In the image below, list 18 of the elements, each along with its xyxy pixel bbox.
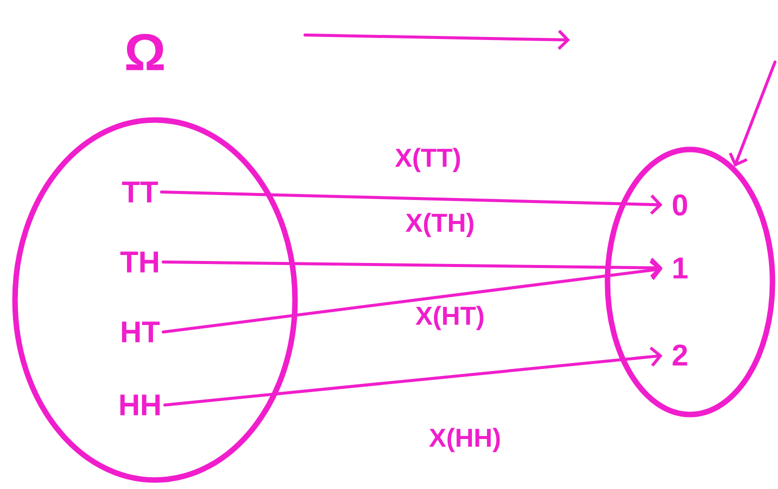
arrow bbox=[162, 260, 662, 334]
heading: Ω bbox=[126, 34, 164, 70]
arrow bbox=[160, 190, 662, 215]
arrow bbox=[728, 60, 776, 167]
edge-label: X(HH) bbox=[426, 426, 504, 454]
ellipse bbox=[604, 146, 776, 418]
edge-label: X(TH) bbox=[403, 210, 477, 240]
edge-label: X(HT) bbox=[413, 304, 487, 332]
item-label: 2 bbox=[672, 344, 688, 366]
item-label: HH bbox=[120, 394, 160, 416]
edge-label: X(TT) bbox=[392, 146, 464, 174]
arrow bbox=[162, 258, 662, 278]
item-label: TH bbox=[120, 252, 158, 272]
item-label: 0 bbox=[672, 194, 688, 216]
item-label: HT bbox=[122, 322, 160, 342]
arrow bbox=[163, 346, 662, 406]
item-label: 1 bbox=[674, 258, 688, 278]
item-label: TT bbox=[122, 182, 158, 202]
